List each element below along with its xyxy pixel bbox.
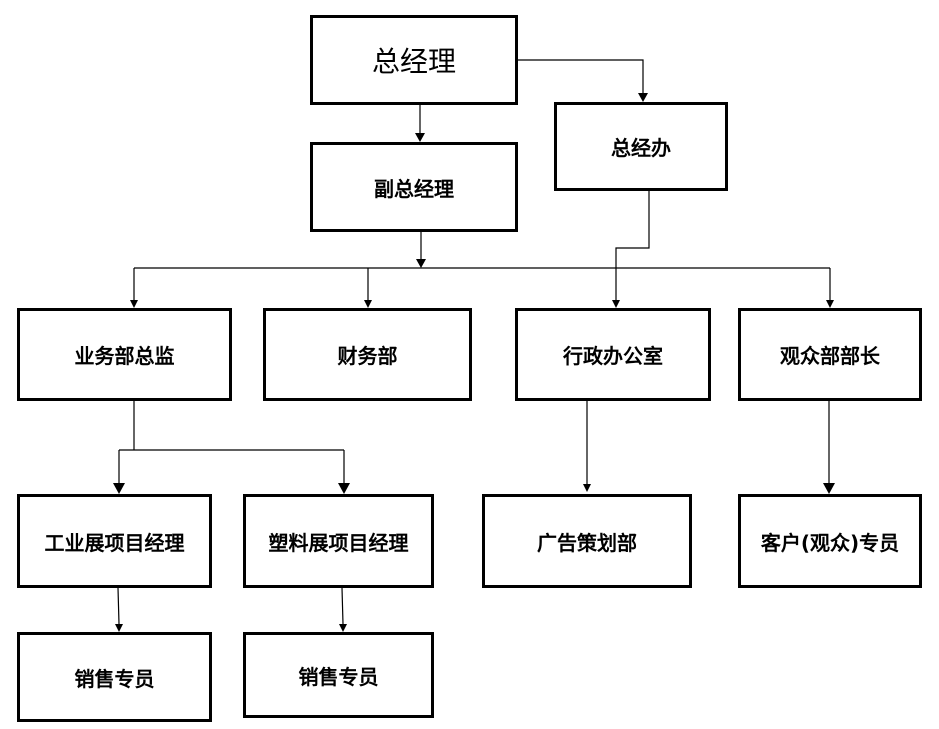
edge-plastics-pm-to-sales-2 — [339, 587, 347, 632]
node-sales-specialist-2: 销售专员 — [243, 632, 434, 718]
node-industrial-expo-project-manager: 工业展项目经理 — [17, 494, 212, 588]
edge-industrial-pm-to-sales-1 — [115, 587, 123, 632]
edge-audience-head-to-client-specialist — [823, 401, 835, 494]
edge-to-audience-head — [826, 268, 834, 308]
node-admin-office: 行政办公室 — [515, 308, 711, 401]
node-deputy-general-manager: 副总经理 — [310, 142, 518, 232]
edge-gm-to-gm-office — [518, 59, 648, 102]
edge-to-industrial-pm — [113, 450, 125, 494]
node-gm-office: 总经办 — [554, 102, 728, 191]
node-finance-department: 财务部 — [263, 308, 472, 401]
edge-biz-director-split — [119, 401, 344, 451]
edge-gm-to-deputy-gm — [415, 104, 425, 142]
node-plastics-expo-project-manager: 塑料展项目经理 — [243, 494, 434, 588]
edge-admin-office-to-ad-planning — [583, 401, 591, 492]
edge-to-admin-office — [612, 268, 620, 308]
edge-deputy-gm-trunk — [416, 232, 426, 268]
node-client-audience-specialist: 客户(观众)专员 — [738, 494, 922, 588]
edge-to-plastics-pm — [338, 450, 350, 494]
node-ad-planning-department: 广告策划部 — [482, 494, 692, 588]
edge-to-finance — [364, 268, 372, 308]
edge-gm-office-to-admin-office — [615, 191, 650, 268]
node-general-manager: 总经理 — [310, 15, 518, 105]
node-sales-specialist-1: 销售专员 — [17, 632, 212, 722]
edge-to-biz-director — [130, 268, 138, 308]
node-business-director: 业务部总监 — [17, 308, 232, 401]
node-audience-department-head: 观众部部长 — [738, 308, 922, 401]
